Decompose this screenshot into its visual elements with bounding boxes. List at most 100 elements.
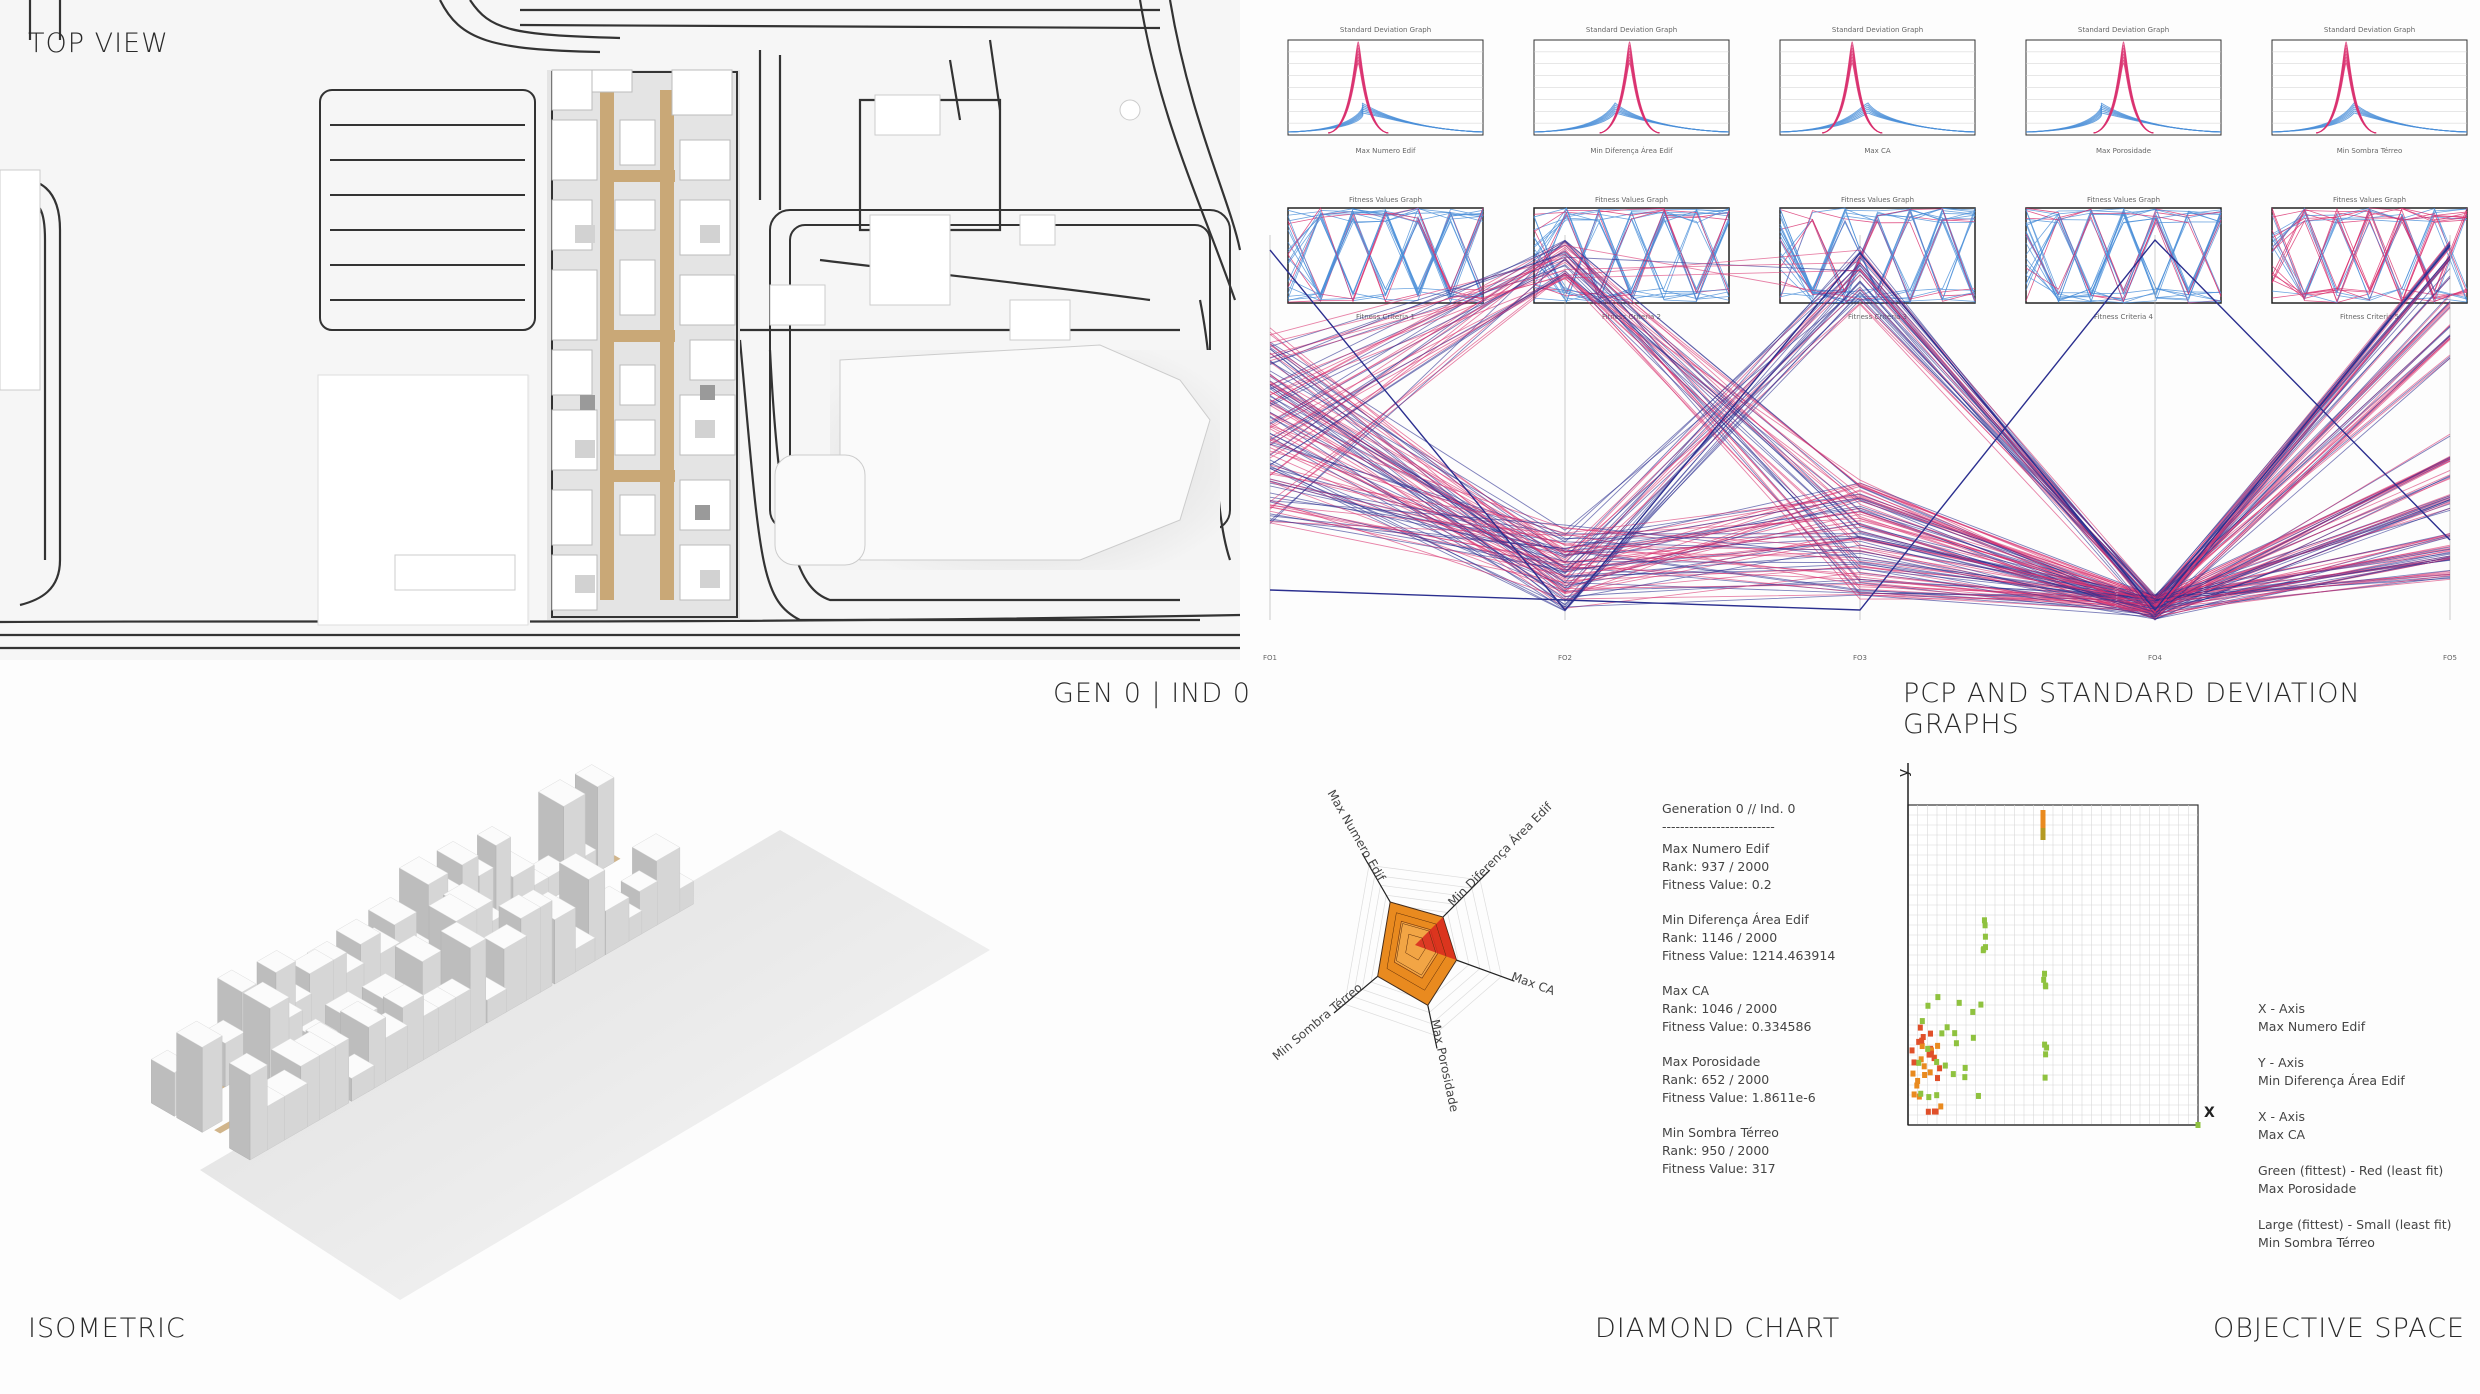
objective-name: Max Numero Edif xyxy=(1662,841,1770,856)
diamond-axis-label: Max Numero Edif xyxy=(1325,787,1389,884)
objective-point xyxy=(1925,1002,1931,1009)
graph-title: Fitness Values Graph xyxy=(2333,196,2406,204)
objective-point xyxy=(2040,834,2046,840)
objective-rank: Rank: 937 / 2000 xyxy=(1662,859,1770,874)
isometric-label: ISOMETRIC xyxy=(28,1313,186,1344)
objective-point xyxy=(1978,1001,1984,1008)
graph-subtitle: Min Sombra Térreo xyxy=(2337,147,2403,155)
objective-point xyxy=(1938,1103,1944,1110)
legend-line1: Green (fittest) - Red (least fit) xyxy=(2258,1163,2444,1178)
pcp-axis-label: FO4 xyxy=(2148,654,2163,662)
pcp-axis-label: FO1 xyxy=(1263,654,1277,662)
legend-entry: Green (fittest) - Red (least fit)Max Por… xyxy=(2258,1162,2468,1198)
objective-point xyxy=(1919,1037,1925,1044)
top-view-panel: TOP VIEW xyxy=(0,0,1242,660)
objective-point xyxy=(1928,1050,1934,1057)
site-plan xyxy=(0,0,1242,660)
graph-subtitle: Max Numero Edif xyxy=(1355,147,1416,155)
objective-point xyxy=(1910,1070,1916,1077)
graph-title: Standard Deviation Graph xyxy=(1832,26,1923,34)
objective-name: Max CA xyxy=(1662,983,1710,998)
info-divider: ------------------------- xyxy=(1662,819,1775,834)
pcp-label: PCP AND STANDARD DEVIATION GRAPHS xyxy=(1903,678,2361,740)
x-axis-marker: X xyxy=(2204,1105,2215,1121)
objective-point xyxy=(1925,1045,1931,1052)
isometric-model xyxy=(150,764,990,1300)
objective-point xyxy=(1953,1040,1959,1047)
objective-point xyxy=(1942,1062,1948,1069)
objective-point xyxy=(2043,1051,2049,1058)
building-block xyxy=(201,1035,223,1133)
graph-subtitle: Fitness Criteria 2 xyxy=(1602,313,1661,321)
legend-line1: Y - Axis xyxy=(2258,1055,2305,1070)
objective-point xyxy=(1935,994,1941,1001)
objective-name: Max Porosidade xyxy=(1662,1054,1761,1069)
graph-title: Fitness Values Graph xyxy=(1841,196,1914,204)
objective-point xyxy=(2042,970,2048,977)
objective-name: Min Diferença Área Edif xyxy=(1662,912,1809,927)
individual-info: Generation 0 // Ind. 0 -----------------… xyxy=(1662,800,1902,1195)
objective-point xyxy=(2040,810,2046,816)
objective-space-plot: yX xyxy=(1896,763,2215,1128)
objective-point xyxy=(1911,1059,1917,1066)
objective-point xyxy=(1918,1090,1924,1097)
objective-point xyxy=(1921,1063,1927,1070)
objective-point xyxy=(1935,1042,1941,1049)
objective-point xyxy=(1916,1038,1922,1045)
gen-ind-label: GEN 0 | IND 0 xyxy=(1053,678,1251,709)
objective-point xyxy=(2195,1122,2201,1128)
building-block xyxy=(554,907,576,985)
objective-point xyxy=(1952,1030,1958,1037)
objective-point xyxy=(1927,1030,1933,1037)
objective-point xyxy=(1934,1058,1940,1065)
graph-title: Fitness Values Graph xyxy=(1349,196,1422,204)
graph-title: Fitness Values Graph xyxy=(1595,196,1668,204)
objective-point xyxy=(1937,1065,1943,1072)
objective-point xyxy=(1939,1030,1945,1037)
objective-point xyxy=(1970,1008,1976,1015)
building-block xyxy=(249,1064,268,1161)
objective-point xyxy=(1920,1034,1926,1041)
graph-title: Standard Deviation Graph xyxy=(1586,26,1677,34)
pcp-axis-label: FO2 xyxy=(1558,654,1572,662)
legend-line2: Min Sombra Térreo xyxy=(2258,1235,2375,1250)
legend-line1: X - Axis xyxy=(2258,1109,2305,1124)
objective-point xyxy=(1962,1074,1968,1081)
objective-point xyxy=(1982,922,1988,929)
objective-point xyxy=(1919,1043,1925,1050)
objective-fitness: Fitness Value: 1.8611e-6 xyxy=(1662,1090,1816,1105)
graph-subtitle: Max CA xyxy=(1864,147,1891,155)
legend-entry: Large (fittest) - Small (least fit)Min S… xyxy=(2258,1216,2468,1252)
building-block xyxy=(334,1038,350,1112)
top-view-label: TOP VIEW xyxy=(28,28,169,59)
objective-point xyxy=(1918,1056,1924,1063)
objective-point xyxy=(1950,1071,1956,1078)
objective-point xyxy=(1944,1024,1950,1031)
objective-point xyxy=(1926,1094,1932,1101)
graph-subtitle: Min Diferença Área Edif xyxy=(1590,146,1673,155)
graph-title: Fitness Values Graph xyxy=(2087,196,2160,204)
diamond-axis-label: Max Porosidade xyxy=(1428,1018,1461,1113)
diamond-label: DIAMOND CHART xyxy=(1595,1313,1841,1344)
objective-point xyxy=(1916,1059,1922,1066)
objective-point xyxy=(1922,1071,1928,1078)
objective-point xyxy=(2042,1074,2048,1081)
objective-point xyxy=(1925,1108,1931,1115)
building-block xyxy=(597,776,615,873)
objective-point xyxy=(1970,1034,1976,1041)
objective-point xyxy=(1934,1092,1940,1099)
objective-point xyxy=(2044,1044,2050,1051)
building-block xyxy=(503,935,527,1014)
building-block xyxy=(317,1045,336,1122)
objective-space-label: OBJECTIVE SPACE xyxy=(2213,1313,2465,1344)
objective-point xyxy=(1915,1077,1921,1084)
